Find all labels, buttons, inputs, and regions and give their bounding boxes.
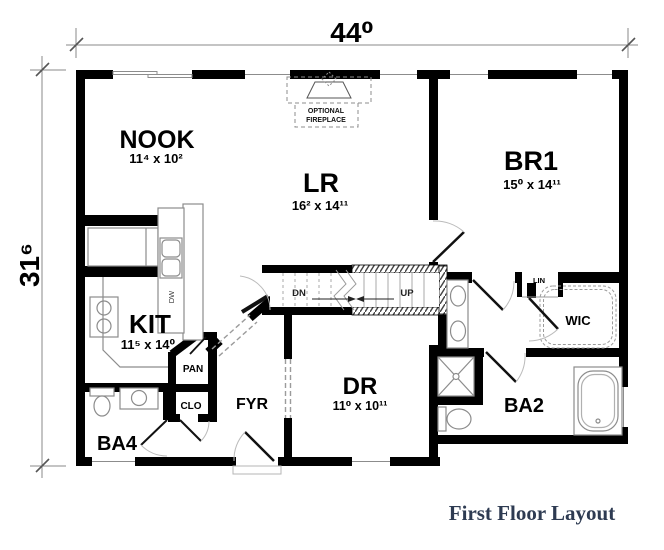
room-label-clo: CLO [180, 401, 201, 412]
ba2-shower-icon [437, 356, 475, 397]
ba4-vanity-icon [119, 387, 159, 410]
windows [92, 70, 628, 475]
room-dims-nook: 11⁴ x 10² [129, 151, 183, 166]
fireplace-ornament-icon [321, 71, 337, 87]
dishwasher-label: DW [167, 290, 176, 303]
ba2-fixtures [437, 279, 623, 436]
room-label-kit: KIT [129, 309, 171, 339]
room-dims-br1: 15⁰ x 14¹¹ [503, 177, 561, 192]
down-arrow-icon [348, 296, 356, 302]
room-dims-dr: 11⁰ x 10¹¹ [333, 399, 388, 413]
kitchen-sink-icon [159, 237, 183, 279]
stairs-down-label: DN [292, 288, 306, 299]
cased-openings [211, 314, 292, 418]
room-dims-lr: 16² x 14¹¹ [292, 198, 348, 213]
ba2-vanity-icon [446, 279, 469, 349]
room-label-dr: DR [343, 373, 378, 400]
kitchen-island [157, 203, 204, 341]
room-label-fyr: FYR [236, 396, 268, 413]
overall-width-dimension: 44⁰ [330, 17, 373, 48]
staircase: DN UP [270, 269, 439, 311]
ba2-tub-icon [573, 366, 623, 436]
room-label-br1: BR1 [504, 146, 558, 176]
room-label-pan: PAN [183, 364, 203, 375]
room-label-nook: NOOK [120, 126, 195, 154]
up-arrow-icon [356, 296, 364, 302]
fireplace-label-line2: FIREPLACE [306, 117, 346, 124]
optional-fireplace: OPTIONAL FIREPLACE [286, 71, 372, 128]
room-label-lr: LR [303, 168, 339, 198]
wic-shelving [539, 285, 617, 349]
dimension-annotations [30, 28, 638, 478]
range-icon [89, 296, 119, 338]
stairs-up-label: UP [400, 288, 414, 299]
kitchen-fixtures [87, 203, 204, 368]
room-dims-kit: 11⁵ x 14⁰ [121, 337, 176, 352]
room-label-wic: WIC [565, 313, 591, 328]
overall-height-dimension: 31⁶ [14, 243, 45, 287]
room-label-lin: LIN [533, 276, 545, 285]
ba4-toilet-icon [89, 387, 115, 417]
ba2-toilet-icon [437, 406, 472, 432]
refrigerator-icon [87, 227, 159, 267]
fireplace-label-line1: OPTIONAL [308, 108, 345, 115]
ba4-fixtures [89, 387, 159, 417]
room-label-ba4: BA4 [97, 433, 138, 455]
room-labels: NOOK 11⁴ x 10² LR 16² x 14¹¹ BR1 15⁰ x 1… [97, 126, 591, 455]
room-label-ba2: BA2 [504, 395, 544, 417]
doors [140, 220, 559, 462]
drawing-caption: First Floor Layout [449, 501, 615, 525]
